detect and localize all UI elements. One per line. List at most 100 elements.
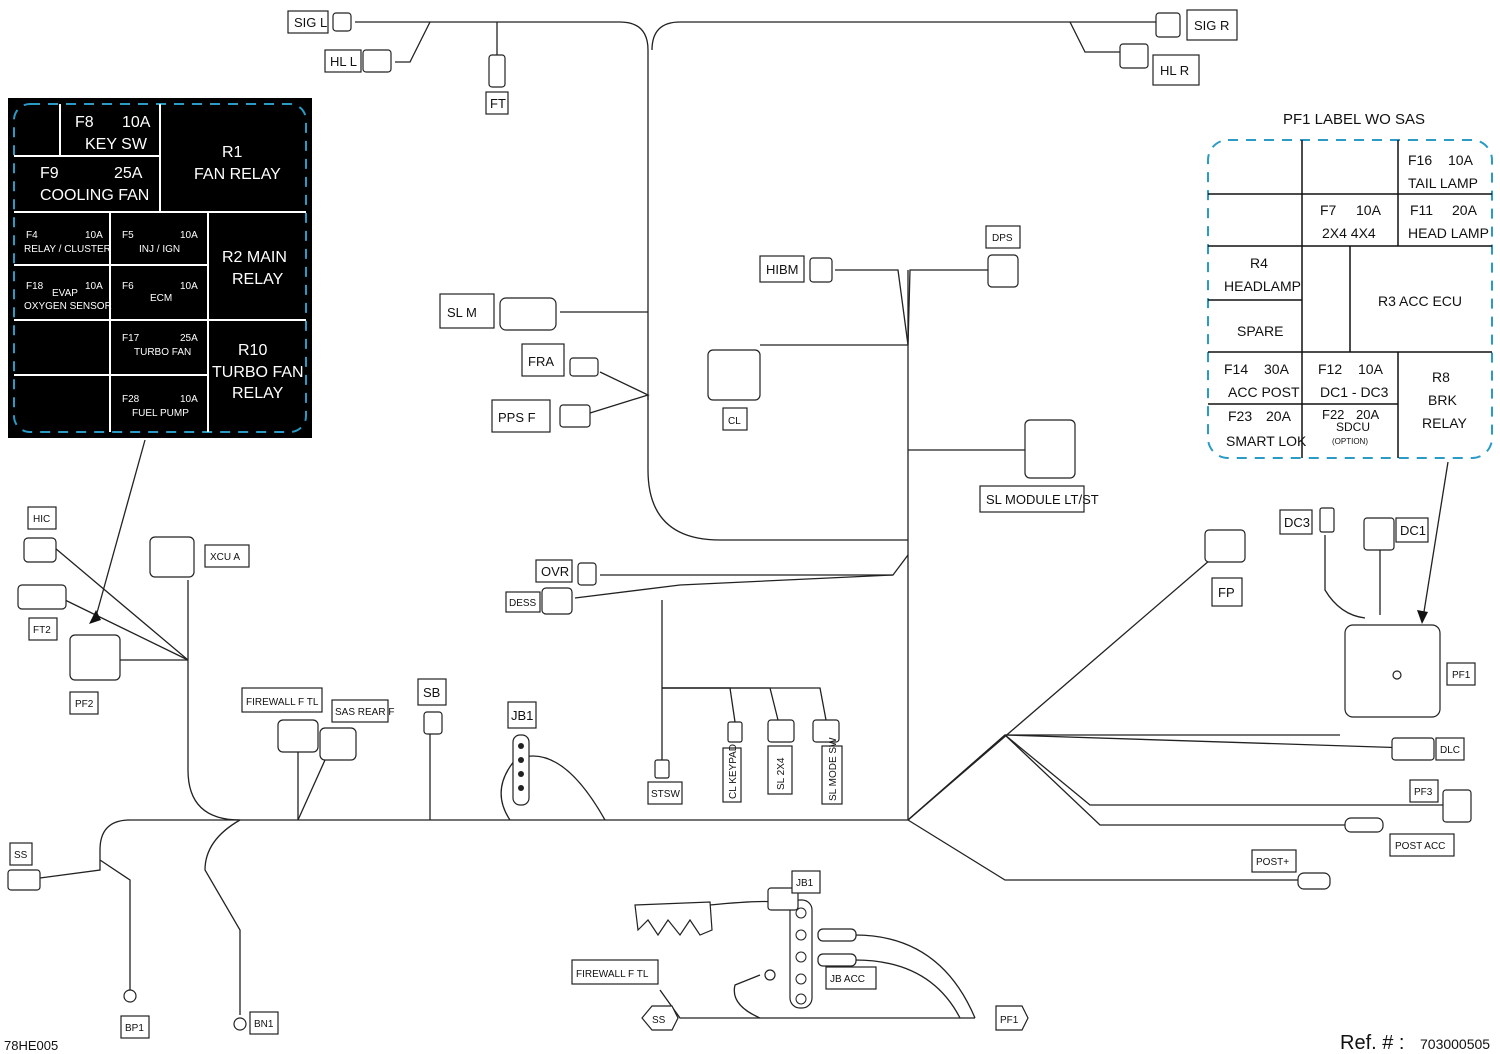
f9-name: COOLING FAN xyxy=(40,187,149,204)
jb1-tag: JB1 xyxy=(507,701,537,729)
cl-connector xyxy=(707,349,761,401)
sb-tag: SB xyxy=(417,678,447,706)
sl-2x4-tag: SL 2X4 xyxy=(767,745,793,795)
fra-connector xyxy=(569,357,599,377)
f7-label: F7 xyxy=(1320,202,1337,218)
cl-keypad-connector xyxy=(727,721,743,743)
firewall-f-tl-bottom-tag: FIREWALL F TL xyxy=(571,959,659,985)
tags-sl-m: SL M xyxy=(447,305,477,320)
tags-sb: SB xyxy=(423,685,440,700)
hibm-connector xyxy=(809,257,833,283)
ft2-tag: FT2 xyxy=(28,617,58,641)
r8-name2: RELAY xyxy=(1422,415,1468,431)
ref-number: 703000505 xyxy=(1420,1036,1490,1052)
f9-label: F9 xyxy=(40,165,59,182)
tags-hic: HIC xyxy=(33,514,50,525)
stsw-tag: STSW xyxy=(647,781,683,805)
tags-jb1: JB1 xyxy=(796,878,814,889)
dlc-tag: DLC xyxy=(1435,737,1465,761)
pps-f-tag: PPS F xyxy=(491,399,551,433)
connector-tags: SIG L HL L FT SIG R HL R HIBM DPS SL M F… xyxy=(9,9,1476,1039)
hic-tag: HIC xyxy=(27,506,57,530)
f11-amp: 20A xyxy=(1452,202,1478,218)
dc3-connector xyxy=(1319,507,1335,533)
tags-ovr: OVR xyxy=(541,564,569,579)
fp-tag: FP xyxy=(1211,577,1243,607)
sl-m-connector xyxy=(499,297,557,331)
f12-label: F12 xyxy=(1318,361,1342,377)
tags-pps-f: PPS F xyxy=(498,410,536,425)
bn1-tag: BN1 xyxy=(249,1011,279,1035)
f7-name: 2X4 4X4 xyxy=(1322,225,1376,241)
tags-sl-2x4: SL 2X4 xyxy=(776,757,787,790)
tags-cl: CL xyxy=(728,416,741,427)
f6-amp: 10A xyxy=(180,281,198,292)
tags-pf2: PF2 xyxy=(75,699,94,710)
r8-label: R8 xyxy=(1432,369,1450,385)
cl-tag: CL xyxy=(722,407,748,431)
xcu-a-connector xyxy=(149,536,195,578)
f14-name: ACC POST xyxy=(1228,384,1300,400)
pf3-tag: PF3 xyxy=(1409,779,1439,803)
pf2-tag: PF2 xyxy=(69,691,99,715)
sig-r-connector xyxy=(1155,12,1181,38)
dc1-connector xyxy=(1363,517,1395,551)
ovr-connector xyxy=(577,562,597,586)
f8-amp: 10A xyxy=(122,114,151,131)
f8-label: F8 xyxy=(75,114,94,131)
sas-rear-f-connector xyxy=(319,727,357,761)
tags-ss: SS xyxy=(652,1015,666,1026)
stsw-connector xyxy=(654,759,670,779)
hl-l-connector xyxy=(362,49,392,73)
f11-label: F11 xyxy=(1410,202,1433,218)
sl-module-tag: SL MODULE LT/ST xyxy=(979,485,1099,513)
fuse-holder-group xyxy=(634,901,713,937)
dc1-tag: DC1 xyxy=(1395,517,1429,543)
f17-label: F17 xyxy=(122,333,140,344)
jb-acc-tag: JB ACC xyxy=(825,966,877,990)
f16-label: F16 xyxy=(1408,152,1432,168)
f12-name: DC1 - DC3 xyxy=(1320,384,1389,400)
f18-label: F18 xyxy=(26,281,44,292)
xcu-a-tag: XCU A xyxy=(204,544,250,568)
tags-jb-acc: JB ACC xyxy=(830,974,865,985)
tags-ft2: FT2 xyxy=(33,625,51,636)
cl-keypad-tag: CL KEYPAD xyxy=(722,744,742,803)
tags-sig-l: SIG L xyxy=(294,15,327,30)
tags-dlc: DLC xyxy=(1440,745,1460,756)
f18-name2: OXYGEN SENSOR xyxy=(24,301,112,312)
ft2-connector xyxy=(17,584,67,610)
post-acc-tag: POST ACC xyxy=(1389,833,1455,857)
sl-m-tag: SL M xyxy=(439,293,495,329)
sas-rear-f-tag: SAS REAR F xyxy=(331,699,394,723)
tags-pf1: PF1 xyxy=(1000,1015,1019,1026)
tags-xcu-a: XCU A xyxy=(210,552,240,563)
pf1-center-mark xyxy=(1392,670,1402,680)
dess-tag: DESS xyxy=(505,591,541,613)
tags-bp1: BP1 xyxy=(125,1023,144,1034)
sig-l-tag: SIG L xyxy=(287,10,329,34)
tags-fra: FRA xyxy=(528,354,554,369)
tags-stsw: STSW xyxy=(651,789,680,800)
dlc-connector xyxy=(1391,737,1435,761)
tags-ft: FT xyxy=(490,96,506,111)
r3-label: R3 ACC ECU xyxy=(1378,293,1462,309)
r4-label: R4 xyxy=(1250,255,1268,271)
hic-connector xyxy=(23,537,57,563)
firewall-f-tl-tag: FIREWALL F TL xyxy=(241,687,323,713)
tags-post-plus: POST+ xyxy=(1256,857,1289,868)
r2-line1: R2 MAIN xyxy=(222,249,287,266)
ss-tag: SS xyxy=(9,842,33,866)
f8-name: KEY SW xyxy=(85,136,148,153)
f12-amp: 10A xyxy=(1358,361,1384,377)
pf1-fuse-label: PF1 LABEL WO SAS F16 10A TAIL LAMP F7 10… xyxy=(1207,111,1493,459)
f6-name: ECM xyxy=(150,293,172,304)
f5-amp: 10A xyxy=(180,230,198,241)
hl-r-connector xyxy=(1119,43,1149,69)
ref-label: Ref. # : xyxy=(1340,1032,1404,1054)
bn1-ring-terminal xyxy=(233,1017,247,1031)
tags-pf3: PF3 xyxy=(1414,787,1433,798)
r10-name2: RELAY xyxy=(232,385,284,402)
f9-amp: 25A xyxy=(114,165,143,182)
